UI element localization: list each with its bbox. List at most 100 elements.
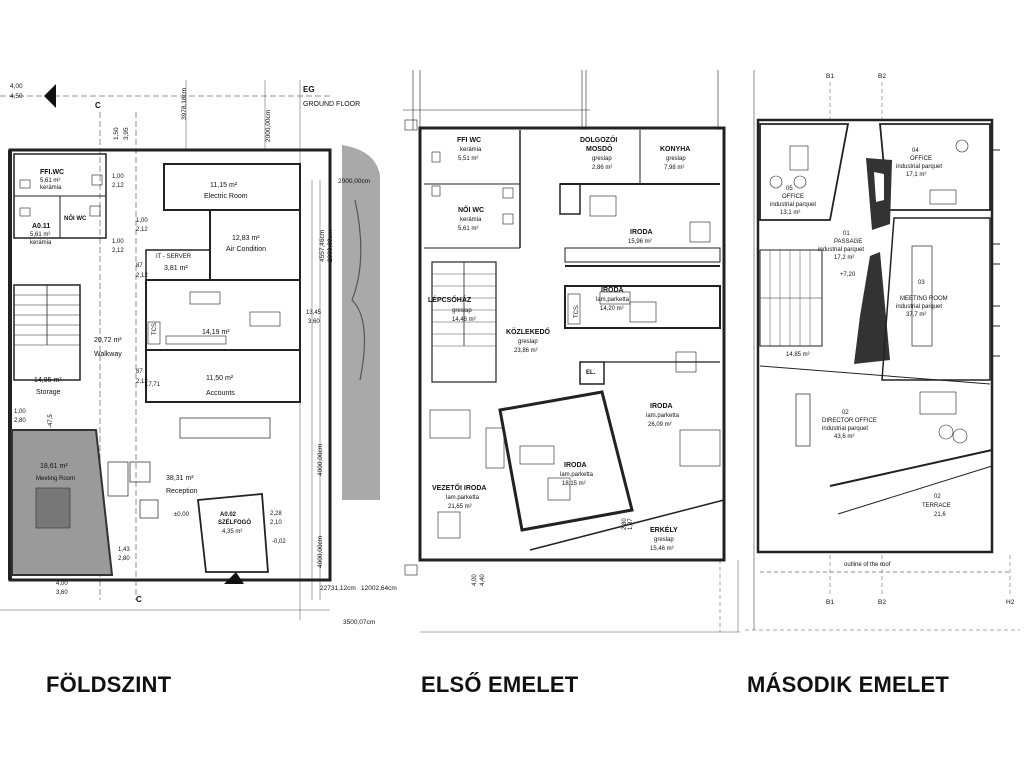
dim-label: 4,00 <box>56 581 68 587</box>
room-name: Accounts <box>206 390 235 397</box>
floor-plans: EG GROUND FLOOR C C 4,00 4,50 1,50 3,95 … <box>0 70 1020 633</box>
room-area: 5,61 m² <box>40 178 60 184</box>
dim-label: 3978,18cm <box>181 88 188 120</box>
room-area: 21,6 <box>934 512 946 518</box>
dim-label: 4,50 <box>10 93 23 100</box>
dim-label: 17,71 <box>145 382 161 388</box>
grid-mark: B1 <box>826 599 834 606</box>
room-material: greslap <box>452 308 472 314</box>
room-area: 3,81 m² <box>164 265 188 272</box>
dim-label: 2,28 <box>270 511 282 517</box>
dim-label: 12002,64cm <box>361 585 397 592</box>
dim-label: 1,50 <box>113 127 120 140</box>
room-area: 14,46 m² <box>452 317 476 323</box>
room-area: 5,51 m² <box>458 156 478 162</box>
room-area: 23,86 m² <box>514 348 538 354</box>
room-name: Electric Room <box>204 193 248 200</box>
room-name: NŐI WC <box>458 205 484 214</box>
room-name: TERRACE <box>922 503 951 509</box>
dim-label: 1,43 <box>118 547 130 553</box>
room-area: 21,65 m² <box>448 504 472 510</box>
ground-floor-eg: EG <box>303 85 315 94</box>
room-name: Meeting Room <box>36 476 75 482</box>
room-material: lam.parketta <box>560 472 594 478</box>
section-mark-c-bottom: C <box>136 595 142 604</box>
dim-label: 2,80 <box>622 518 628 530</box>
room-name: FFI WC <box>457 137 481 144</box>
dim-label: 1,87 <box>628 518 634 530</box>
room-area: 17,2 m² <box>834 255 854 261</box>
dim-label: 1,00 <box>112 174 124 180</box>
second-floor-plan <box>745 70 1020 631</box>
room-material: greslap <box>518 339 538 345</box>
room-material: lam.parketta <box>646 413 680 419</box>
level-mark: +7,20 <box>840 272 856 278</box>
ground-floor-plan <box>0 80 380 620</box>
section-mark-c-top: C <box>95 101 101 110</box>
caption-second-floor: MÁSODIK EMELET <box>747 672 950 697</box>
room-material: lam.parketta <box>596 297 630 303</box>
dim-label: 2,12 <box>112 248 124 254</box>
room-material: industrial parquet <box>770 202 816 208</box>
room-area: 4,35 m² <box>222 529 242 535</box>
room-name: IRODA <box>650 403 673 410</box>
dim-label: 13,45 <box>306 310 322 316</box>
room-name: OFFICE <box>782 194 804 200</box>
room-name: Storage <box>36 389 61 396</box>
room-name: LÉPCSŐHÁZ <box>428 295 472 304</box>
caption-first-floor: ELSŐ EMELET <box>421 672 579 697</box>
room-area: 43,6 m² <box>834 434 854 440</box>
dim-label: 87 <box>136 369 143 375</box>
room-name: MOSDÓ <box>586 144 613 153</box>
room-material: kerámia <box>460 217 482 223</box>
dim-label: 2000,00cm <box>327 230 334 262</box>
room-tag: TCS. <box>574 304 580 318</box>
roof-note: outline of the roof <box>844 562 891 568</box>
room-material: greslap <box>654 537 674 543</box>
room-code: 05 <box>786 186 793 192</box>
room-code: 02 <box>934 494 941 500</box>
caption-ground-floor: FÖLDSZINT <box>46 672 172 697</box>
dim-label: 3,60 <box>56 590 68 596</box>
room-name: Walkway <box>94 351 122 358</box>
room-name: IRODA <box>601 287 624 294</box>
dim-label: -47,5 <box>48 414 54 428</box>
room-area: 37,7 m² <box>906 312 926 318</box>
room-material: industrial parquet <box>822 426 868 432</box>
room-area: 11,50 m² <box>206 375 234 382</box>
grid-mark: B1 <box>826 73 834 80</box>
room-name: SZÉLFOGÓ <box>218 518 251 526</box>
dim-label: 1,00 <box>14 409 26 415</box>
room-area: 17,1 m² <box>906 172 926 178</box>
room-code: 04 <box>912 148 919 154</box>
room-code: A0.02 <box>220 512 237 518</box>
room-material: kerámia <box>30 240 52 246</box>
room-name: KÖZLEKEDŐ <box>506 327 551 336</box>
dim-label: 1,00 <box>112 239 124 245</box>
room-name: IRODA <box>630 229 653 236</box>
room-area: 14,85 m² <box>786 352 810 358</box>
room-area: 18,61 m² <box>40 463 68 470</box>
room-area: 7,98 m² <box>664 165 684 171</box>
room-name: OFFICE <box>910 156 932 162</box>
room-area: 20,72 m² <box>94 337 122 344</box>
second-floor-labels: B1 B2 B1 B2 H2 05 OFFICE industrial parq… <box>770 73 1015 606</box>
room-area: 2,86 m² <box>592 165 612 171</box>
dim-label: 1,00 <box>136 218 148 224</box>
dim-label: 4,40 <box>480 574 486 586</box>
room-name: MEETING ROOM <box>900 296 948 302</box>
room-name: Reception <box>166 488 198 495</box>
dim-label: 4000,00cm <box>317 536 324 568</box>
room-name: ERKÉLY <box>650 525 678 534</box>
room-code: A0.11 <box>32 223 50 230</box>
dim-label: 2,80 <box>118 556 130 562</box>
room-code: 03 <box>918 280 925 286</box>
room-area: 15,46 m² <box>650 546 674 552</box>
dim-label: ±0,00 <box>174 512 190 518</box>
dim-label: 2000,00cm <box>338 178 370 185</box>
room-material: kerámia <box>460 147 482 153</box>
room-area: 18,15 m² <box>562 481 586 487</box>
dim-label: 2000,00cm <box>265 110 272 142</box>
room-material: industrial parquet <box>896 164 942 170</box>
room-material: lam.parketta <box>446 495 480 501</box>
